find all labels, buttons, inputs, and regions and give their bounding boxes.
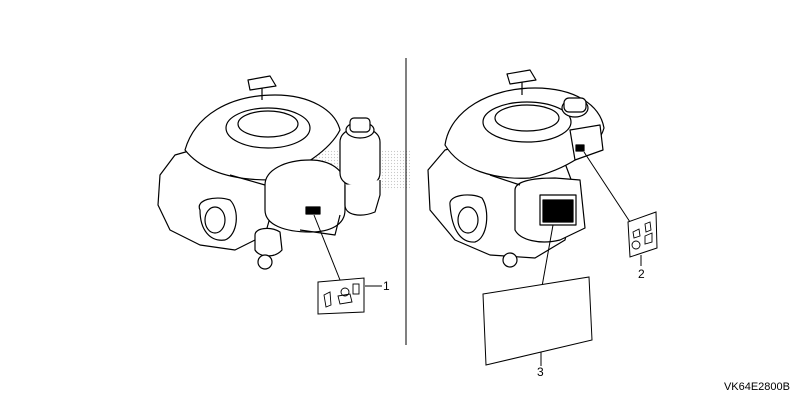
label-blank-part-3 xyxy=(482,276,593,366)
engine-left xyxy=(157,75,381,270)
callout-number-2: 2 xyxy=(638,267,645,281)
drawing-code: VK64E2800B xyxy=(723,381,790,393)
warning-label-part-2 xyxy=(627,211,658,258)
leader-line-1 xyxy=(313,214,382,287)
callout-number-1: 1 xyxy=(383,279,390,293)
engine-right xyxy=(427,69,605,268)
warning-label-part-1 xyxy=(317,277,365,315)
leader-line-2 xyxy=(583,151,642,266)
leader-line-3 xyxy=(540,224,554,366)
callout-number-3: 3 xyxy=(537,365,544,379)
